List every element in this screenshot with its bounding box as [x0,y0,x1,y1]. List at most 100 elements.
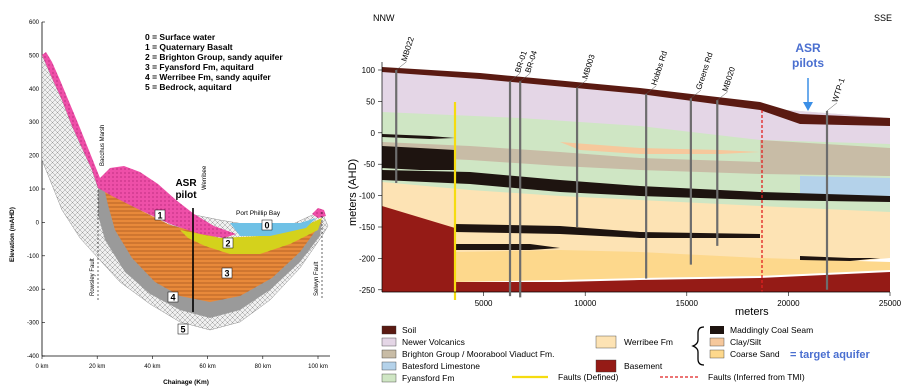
werribee-label: Werribee [202,165,208,190]
key-item-1: 1 = Quaternary Basalt [145,42,233,52]
legend-batesford: Batesford Limestone [402,361,480,371]
rowsley-fault-label: Rowsley Fault [90,258,96,296]
unit-label-1: 1 [157,211,162,221]
left-x-tick-label: 20 km [89,364,105,370]
direction-nnw: NNW [373,13,395,23]
key-item-0: 0 = Surface water [145,32,216,42]
unit-label-2: 2 [225,239,230,249]
bore-leader [576,79,588,88]
right-x-axis-label: meters [735,306,769,318]
left-y-tick-label: -400 [27,354,40,360]
left-y-axis-label: Elevation (mAHD) [9,207,16,262]
legend-swatch-batesford [381,361,397,371]
right-y-tick-label: -150 [359,223,376,232]
legend-fyansford: Fyansford Fm [402,373,454,383]
left-y-tick-label: 300 [29,120,40,126]
left-y-tick-label: 600 [29,20,40,26]
left-x-tick-label: 60 km [199,364,215,370]
right-y-tick-label: 0 [371,129,376,138]
clay-silt-lens [560,142,760,154]
right-x-tick-label: 20000 [777,299,800,308]
right-x-tick-label: 10000 [574,299,597,308]
left-asr-label-line2: pilot [175,190,197,201]
legend-newer-volcanics: Newer Volcanics [402,337,465,347]
unit-label-4: 4 [170,293,175,303]
basement-layer-lower [455,272,890,292]
coal-seam-thin-left [382,134,455,139]
unit-number-labels: 0 1 2 3 4 5 [154,209,273,335]
right-y-tick-label: -200 [359,254,376,263]
legend-swatch-brighton [381,349,397,359]
bore-leader [509,73,521,82]
port-phillip-label: Port Phillip Bay [236,210,281,217]
right-y-tick-label: -50 [363,160,375,169]
left-y-tick-label: -200 [27,287,40,293]
left-y-tick-label: 500 [29,53,40,59]
right-x-tick-label: 25000 [879,299,902,308]
legend-brace [691,326,705,366]
legend-swatch-sand [709,349,725,359]
right-y-tick-label: 50 [366,97,375,106]
left-y-tick-label: 200 [29,154,40,160]
left-y-tick-label: -100 [27,254,40,260]
brighton-wedge [760,140,890,176]
unit-label-5: 5 [180,325,185,335]
right-x-tick-label: 15000 [676,299,699,308]
left-asr-label-line1: ASR [175,178,197,189]
right-y-tick-label: -250 [359,286,376,295]
left-x-tick-label: 0 km [35,364,48,370]
left-y-tick-label: 0 [36,220,40,226]
left-x-axis-label: Chainage (Km) [163,379,209,386]
brighton-unit-2 [180,218,322,254]
left-x-ticks: 0 km 20 km 40 km 60 km 80 km 100 km [35,356,328,370]
bore-label: WTP-1 [830,76,846,103]
coarse-sand-zone [455,250,890,282]
coal-seam-lower [455,244,560,250]
legend-sand: Coarse Sand [730,349,780,359]
bacchus-marsh-label: Bacchus Marsh [100,125,106,166]
bore-label: MB022 [400,35,417,62]
bore-leader [690,90,702,99]
unit-label-3: 3 [224,269,229,279]
batesford-layer [800,176,890,196]
bore-label: Greens Rd [694,51,715,91]
legend-basement: Basement [624,361,663,371]
right-y-tick-label: 100 [362,66,376,75]
bore-leader [717,91,728,101]
legend-swatch-clay [709,337,725,347]
selwyn-fault-label: Selwyn Fault [314,261,320,296]
basalt-unit-1-right [312,208,326,218]
legend-werribee: Werribee Fm [624,337,673,347]
left-x-tick-label: 100 km [308,364,328,370]
bore-leader [646,85,657,95]
right-x-tick-label: 5000 [475,299,493,308]
bore-label: Hobbs Rd [650,50,670,87]
legend-brighton: Brighton Group / Moorabool Viaduct Fm. [402,349,554,359]
direction-sse: SSE [874,13,892,23]
right-x-ticks: 5000 10000 15000 20000 25000 [475,292,902,308]
coal-seam-thick-left [382,146,455,170]
coal-seam-lens-right [800,256,880,261]
bore-leader [520,73,531,82]
left-x-tick-label: 80 km [255,364,271,370]
left-y-tick-label: 400 [29,87,40,93]
bore-label: MB020 [721,65,738,92]
legend-swatch-coal [710,326,724,334]
left-key: 0 = Surface water 1 = Quaternary Basalt … [145,32,283,92]
legend-soil: Soil [402,325,416,335]
left-y-tick-label: -300 [27,321,40,327]
legend-clay: Clay/Silt [730,337,762,347]
key-item-4: 4 = Werribee Fm, sandy aquifer [145,72,271,82]
unit-label-0: 0 [264,221,269,231]
asr-arrow [803,78,813,111]
right-asr-label-line2: pilots [792,56,824,70]
legend-swatch-soil [381,325,397,335]
right-asr-label-line1: ASR [795,41,821,55]
legend-swatch-newer-volcanics [381,337,397,347]
legend-swatch-basement [595,359,617,373]
left-x-tick-label: 40 km [144,364,160,370]
